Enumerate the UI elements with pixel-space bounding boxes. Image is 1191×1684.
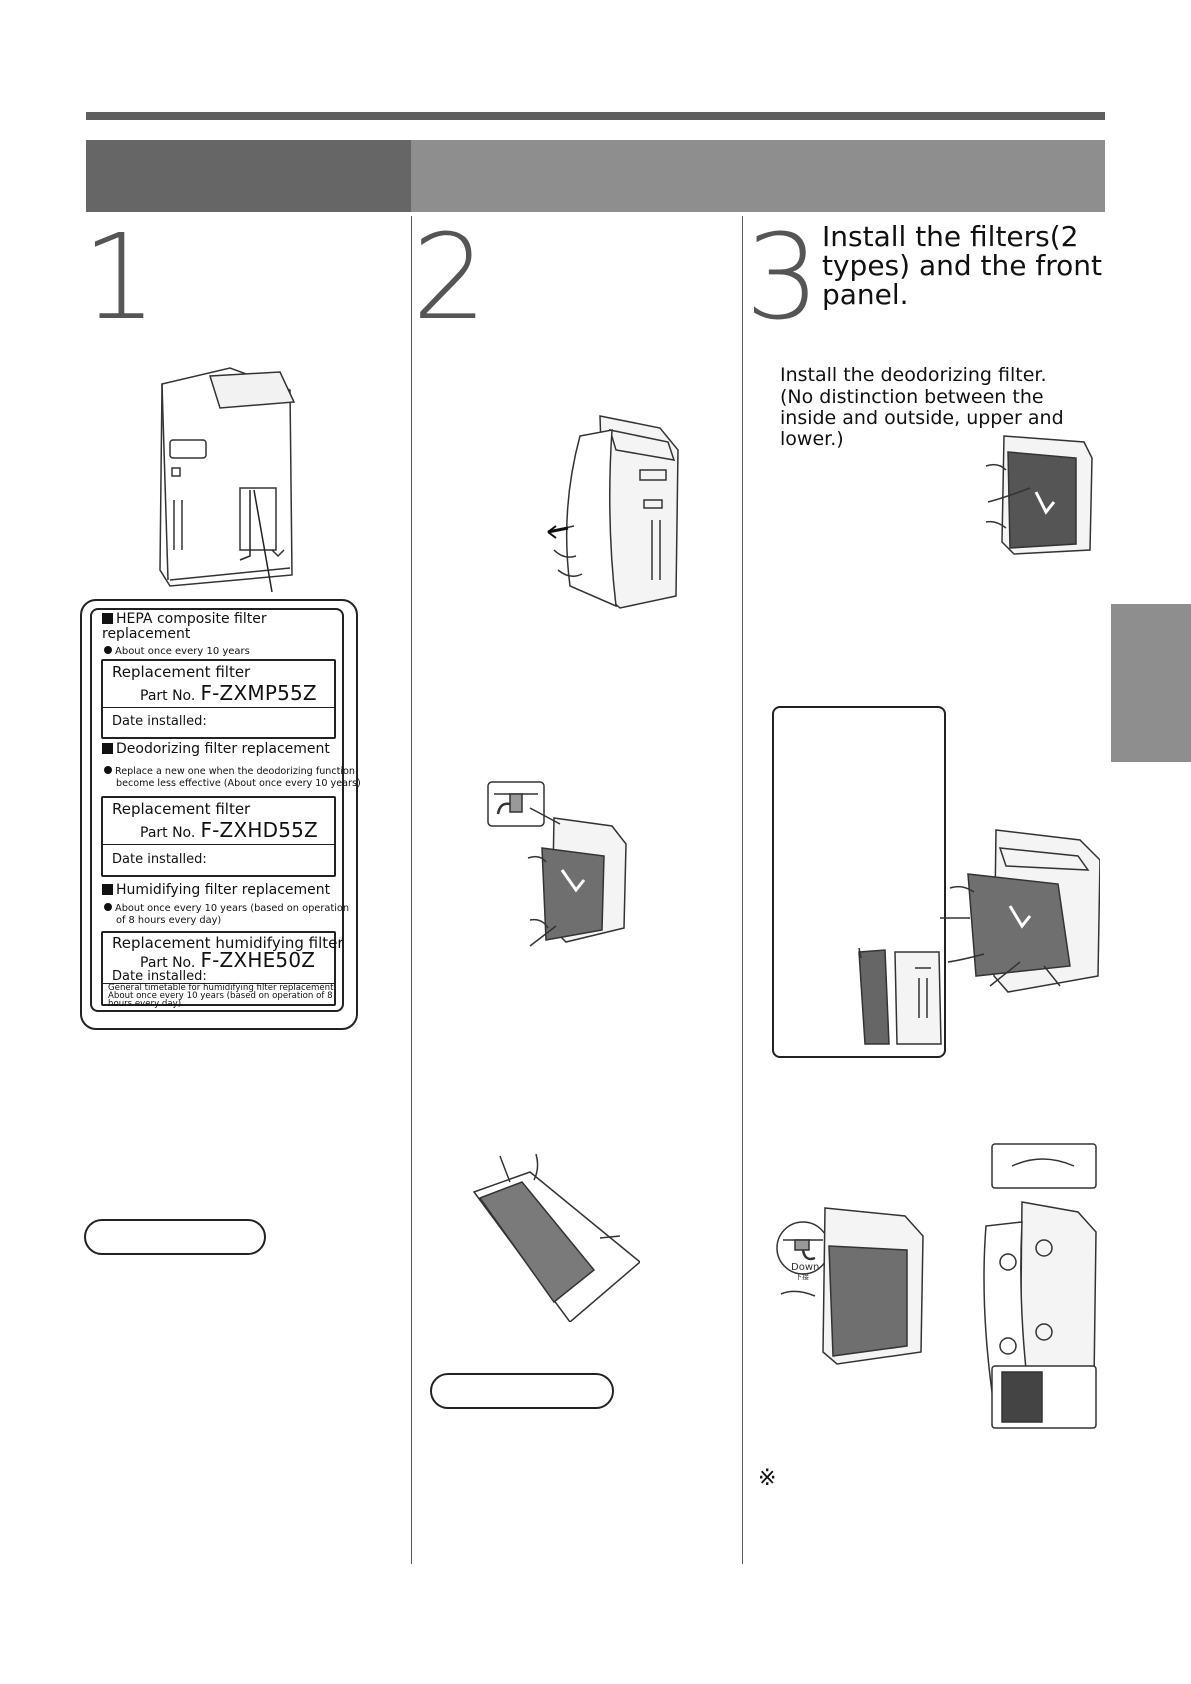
part-no-label: Part No. — [140, 688, 195, 704]
step-number-3: 3 — [745, 218, 820, 336]
hepa-heading: HEPA composite filter replacement — [102, 612, 332, 642]
humidifying-heading: Humidifying filter replacement — [102, 883, 342, 898]
section-header-left — [86, 140, 411, 212]
box-divider — [103, 707, 334, 708]
attach-front-panel-illustration: Down 下接 — [775, 1206, 925, 1366]
humidifying-frequency-2: of 8 hours every day) — [116, 915, 356, 927]
bullet-dot-icon — [104, 646, 112, 654]
humidifying-timetable: General timetable for humidifying filter… — [108, 984, 334, 1008]
hepa-date-installed: Date installed: — [112, 714, 207, 729]
filter-bag-illustration — [470, 1152, 640, 1322]
down-label-jp: 下接 — [795, 1272, 809, 1281]
top-rule — [86, 112, 1105, 120]
part-no-label: Part No. — [140, 825, 195, 841]
deodorizing-frequency-1: Replace a new one when the deodorizing f… — [104, 766, 354, 778]
deodorizing-heading: Deodorizing filter replacement — [102, 742, 342, 757]
remove-front-panel-illustration — [540, 410, 690, 610]
bullet-dot-icon — [104, 766, 112, 774]
bullet-square-icon — [102, 884, 113, 895]
humidifying-date-installed: Date installed: — [112, 969, 207, 984]
column-divider-2 — [742, 216, 743, 1564]
caution-pill-1 — [84, 1219, 266, 1255]
deodorizing-install-title: Install the deodorizing filter. — [780, 365, 1100, 386]
install-hepa-filter-illustration — [940, 826, 1100, 996]
install-deodorizing-filter-illustration — [984, 432, 1096, 556]
humidifying-frequency-1: About once every 10 years (based on oper… — [104, 903, 354, 915]
humidifying-part-box: Replacement humidifying filter Part No. … — [101, 931, 336, 1006]
bullet-square-icon — [102, 743, 113, 754]
humidifying-part-number: F-ZXHE50Z — [200, 948, 315, 972]
front-panel-hooks-illustration — [982, 1142, 1100, 1432]
bullet-square-icon — [102, 613, 113, 624]
hepa-part-box: Replacement filter Part No. F-ZXMP55Z Da… — [101, 659, 336, 739]
remove-hepa-filter-illustration — [484, 778, 644, 948]
caution-pill-2 — [430, 1373, 614, 1409]
step-number-2: 2 — [412, 218, 487, 336]
hepa-frequency: About once every 10 years — [104, 646, 334, 658]
deodorizing-box-title: Replacement filter — [112, 801, 250, 818]
hepa-part-row: Part No. F-ZXMP55Z — [140, 681, 317, 705]
deodorizing-part-box: Replacement filter Part No. F-ZXHD55Z Da… — [101, 796, 336, 877]
step-number-1: 1 — [82, 218, 157, 336]
chapter-side-tab — [1111, 604, 1191, 762]
deodorizing-date-installed: Date installed: — [112, 852, 207, 867]
hepa-part-number: F-ZXMP55Z — [200, 681, 316, 705]
note-symbol: ※ — [758, 1466, 776, 1491]
hepa-box-title: Replacement filter — [112, 664, 250, 681]
deodorizing-part-number: F-ZXHD55Z — [200, 818, 318, 842]
section-header-right — [411, 140, 1105, 212]
callout-detail-illustration — [855, 948, 947, 1048]
air-purifier-back-illustration — [150, 360, 310, 600]
bullet-dot-icon — [104, 903, 112, 911]
column-divider-1 — [411, 216, 412, 1564]
step-3-title: Install the filters(2 types) and the fro… — [822, 222, 1112, 309]
box-divider — [103, 844, 334, 845]
down-label: Down — [791, 1262, 819, 1273]
deodorizing-frequency-2: become less effective (About once every … — [116, 778, 356, 790]
deodorizing-part-row: Part No. F-ZXHD55Z — [140, 818, 318, 842]
